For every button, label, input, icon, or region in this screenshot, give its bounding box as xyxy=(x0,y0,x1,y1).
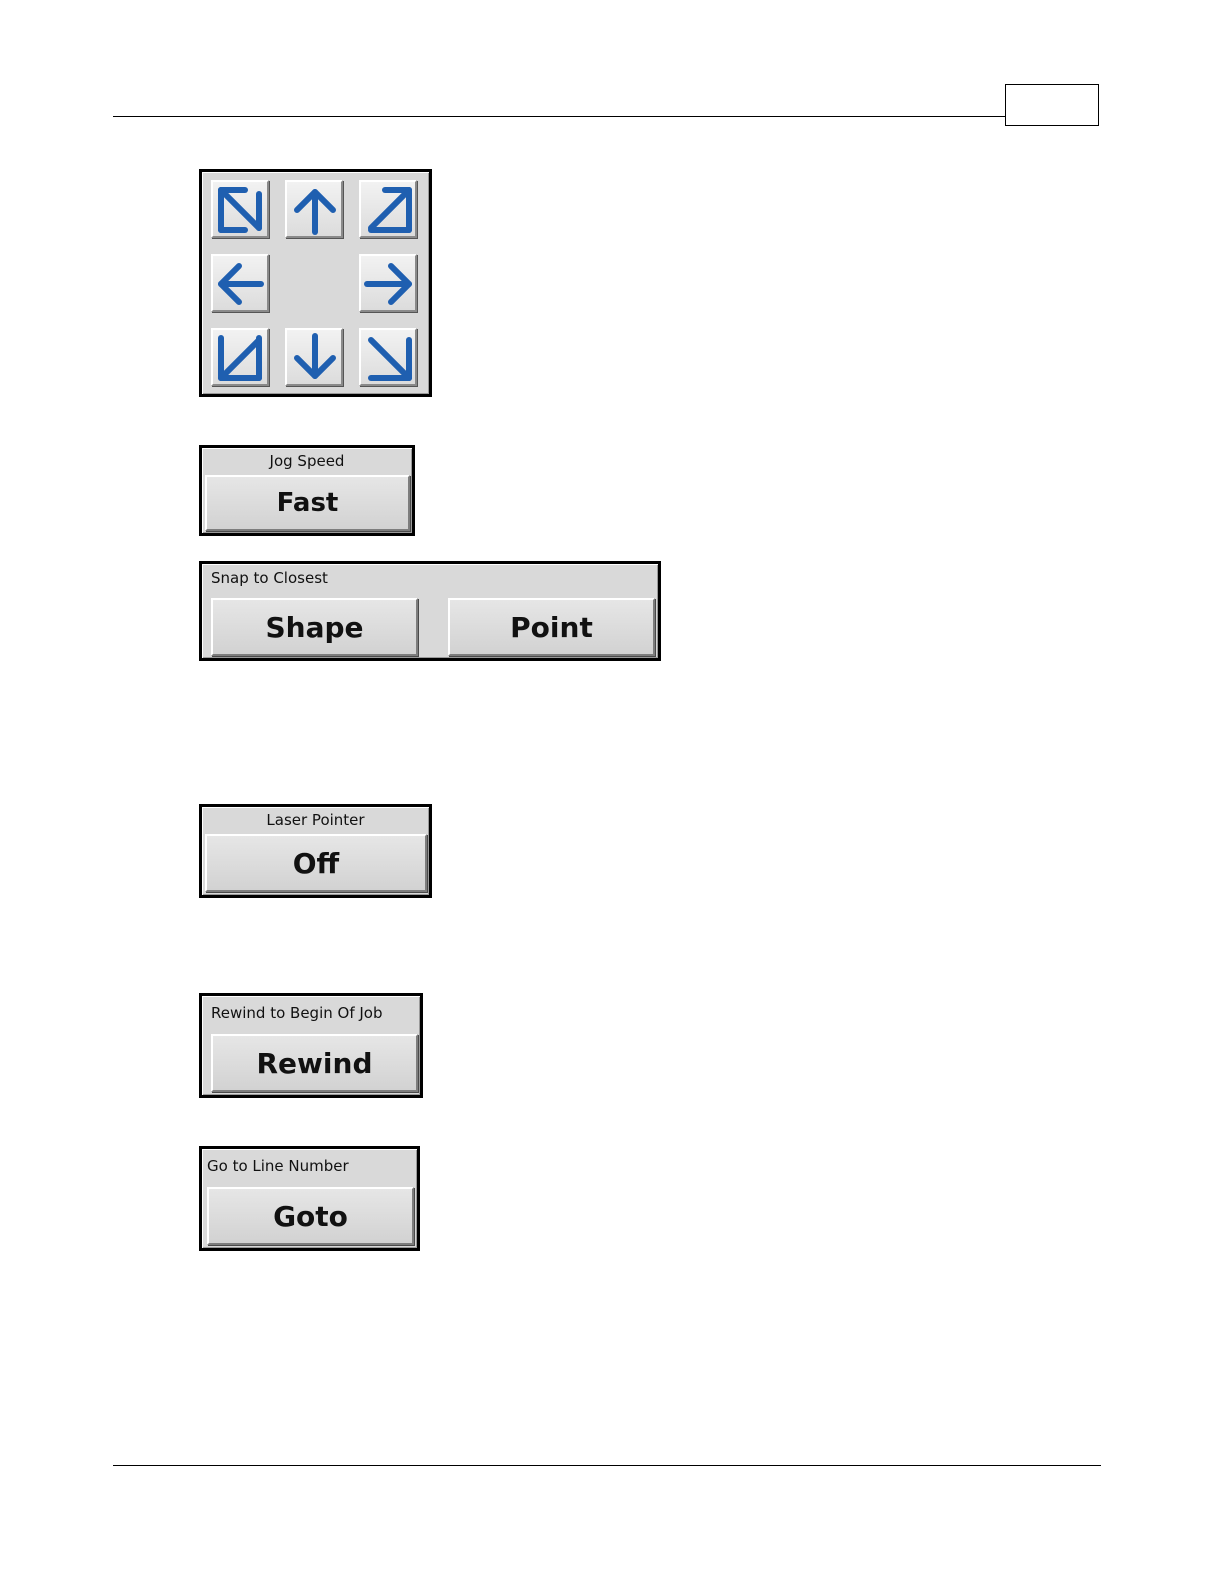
arrow-up-icon xyxy=(289,184,341,236)
page-number-box xyxy=(1005,84,1099,126)
snap-shape-button[interactable]: Shape xyxy=(211,598,418,656)
jog-up-button[interactable] xyxy=(285,180,343,238)
jog-down-right-button[interactable] xyxy=(359,328,417,386)
arrow-down-icon xyxy=(289,332,341,384)
snap-point-button[interactable]: Point xyxy=(448,598,655,656)
arrow-down-left-icon xyxy=(215,332,267,384)
jog-up-right-button[interactable] xyxy=(359,180,417,238)
goto-button[interactable]: Goto xyxy=(207,1187,414,1245)
rewind-button[interactable]: Rewind xyxy=(211,1034,418,1092)
jog-down-left-button[interactable] xyxy=(211,328,269,386)
arrow-right-icon xyxy=(363,258,415,310)
jog-up-left-button[interactable] xyxy=(211,180,269,238)
jog-speed-label: Jog Speed xyxy=(202,452,412,470)
jog-left-button[interactable] xyxy=(211,254,269,312)
laser-pointer-button[interactable]: Off xyxy=(205,834,427,892)
laser-pointer-label: Laser Pointer xyxy=(202,811,429,829)
arrow-up-right-icon xyxy=(363,184,415,236)
arrow-up-left-icon xyxy=(215,184,267,236)
jog-speed-panel: Jog Speed Fast xyxy=(199,445,415,536)
snap-to-closest-label: Snap to Closest xyxy=(211,569,328,587)
jog-right-button[interactable] xyxy=(359,254,417,312)
arrow-left-icon xyxy=(215,258,267,310)
arrow-down-right-icon xyxy=(363,332,415,384)
goto-line-panel: Go to Line Number Goto xyxy=(199,1146,420,1251)
snap-to-closest-panel: Snap to Closest Shape Point xyxy=(199,561,661,661)
footer-rule xyxy=(113,1465,1101,1466)
jog-down-button[interactable] xyxy=(285,328,343,386)
header-rule xyxy=(113,116,1006,117)
rewind-label: Rewind to Begin Of Job xyxy=(211,1004,383,1022)
goto-line-label: Go to Line Number xyxy=(207,1157,349,1175)
jog-speed-button[interactable]: Fast xyxy=(205,475,410,531)
rewind-panel: Rewind to Begin Of Job Rewind xyxy=(199,993,423,1098)
jog-pad-panel xyxy=(199,169,432,397)
laser-pointer-panel: Laser Pointer Off xyxy=(199,804,432,898)
